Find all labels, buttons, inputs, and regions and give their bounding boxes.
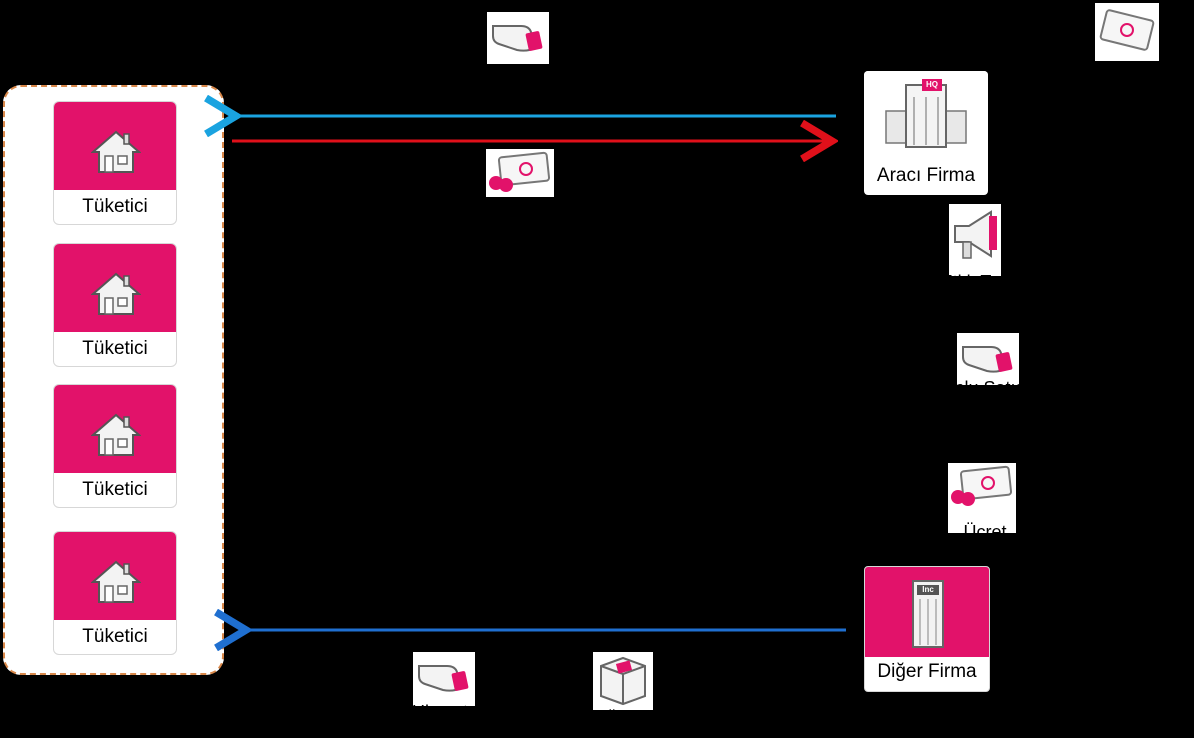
house-icon [91,413,141,456]
commission-caption: Komisyon [1085,62,1165,82]
aggregator-badge: HQ [926,80,938,89]
aggregator-card: HQ Aracı Firma [864,71,988,195]
service-caption: Hizmet [411,702,468,722]
offer-caption-line1: Özel Fırsat, İndirim ve Toplu Alışveriş [367,62,663,82]
megaphone-icon [949,204,1001,276]
hand-icon [413,652,475,706]
consumer-label: Tüketici [82,626,148,647]
consumer-card: Tüketici [53,531,177,655]
consumer-card: Tüketici [53,243,177,367]
consumers-group: Tüketici Tüketici Tüketici Tüketici [3,85,224,675]
consumer-card: Tüketici [53,101,177,225]
consumer-card: Tüketici [53,384,177,508]
building-icon [885,79,967,148]
consumer-label: Tüketici [82,338,148,359]
hand-icon [487,12,549,64]
consumer-label: Tüketici [82,479,148,500]
offer-caption-line2: Yapabilme Hizmeti [440,88,590,108]
hand-icon [957,333,1019,385]
consumer-label: Tüketici [82,196,148,217]
banknote-icon [1095,3,1159,61]
money-icon [948,463,1016,533]
other-firm-badge: Inc [922,585,934,594]
office-tower-icon [912,580,944,648]
promotion-caption: Etki, Tanıtım [940,272,1040,292]
preorder-caption-line1: Önsipariş ve [479,212,581,232]
bulk-sale-caption-line2: Hizmeti [949,404,1010,424]
fee-caption: Ücret [963,522,1007,542]
product-caption: Ürün [605,709,645,729]
package-icon [593,652,653,710]
other-firm-label: Diğer Firma [877,661,977,682]
aggregator-label: Aracı Firma [876,165,976,186]
bulk-sale-caption-line1: Toplu Satış [935,378,1025,398]
other-firm-card: Inc Diğer Firma [864,566,990,692]
house-icon [91,560,141,603]
house-icon [91,130,141,173]
preorder-caption-line2: Ürün ücreti [485,238,575,258]
money-icon [486,149,554,197]
house-icon [91,272,141,315]
